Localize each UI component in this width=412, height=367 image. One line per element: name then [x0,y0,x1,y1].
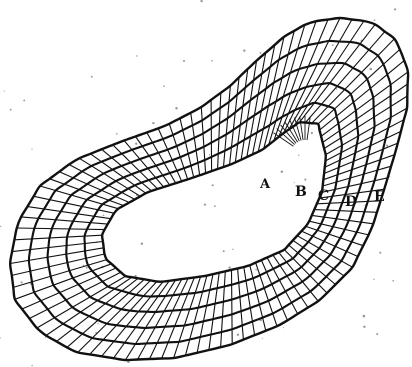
speckle [373,279,374,280]
grid-spoke [185,276,207,356]
grid-spoke [37,276,126,328]
grid-spoke [46,277,132,335]
speckle [228,266,230,268]
speckle [204,203,206,205]
label-c: C [318,188,329,204]
speckle [97,323,98,324]
label-a: A [259,177,271,192]
grid-spoke [235,69,248,162]
speckle [4,91,5,92]
speckle [163,85,165,87]
speckle [45,337,46,338]
speckle [223,250,225,252]
grid-spoke [218,93,221,169]
speckle [281,170,283,172]
speckle [311,132,313,134]
speckle [152,122,154,124]
speckle [394,8,396,10]
speckle [214,205,216,207]
speckle [392,280,394,282]
grid-spoke [211,100,212,171]
speckle [212,184,214,186]
label-e: E [374,189,385,205]
speckle [243,49,245,51]
grid-spoke [314,210,377,213]
speckle [0,337,1,338]
label-b: B [295,184,307,200]
grid-spoke [201,107,205,173]
speckle [283,327,284,328]
speckle [200,0,202,2]
grid-spoke [17,228,105,230]
grid-spoke [14,235,102,240]
speckle [262,338,263,339]
grid-spoke [232,270,233,344]
speckle [363,326,365,328]
grid-spoke [69,165,135,200]
speckle [237,333,239,335]
grid-spoke [221,271,226,347]
speckle [209,154,210,155]
speckle [91,76,93,78]
speckle [298,155,299,156]
label-d: D [345,194,357,210]
grid-spoke [289,20,352,130]
speckle [141,243,143,245]
speckle [21,281,23,283]
speckle [0,226,1,227]
speckle [31,365,32,366]
speckle [386,145,388,147]
speckle [86,267,88,269]
speckle [304,179,306,181]
speckle [363,315,366,318]
speckle [175,107,178,110]
speckle [370,68,373,71]
speckle [183,60,185,62]
grid-spoke [238,268,244,339]
grid-spoke [279,20,328,137]
speckle [255,269,257,271]
speckle [260,52,262,54]
speckle [211,60,213,62]
speckle [376,333,378,335]
grid-spoke [21,217,108,224]
speckle [103,215,105,217]
speckle [31,149,32,150]
speckle [135,143,137,145]
speckle [136,55,137,56]
speckle [232,249,233,250]
grid-spoke [138,279,182,359]
speckle [374,19,376,21]
grid-spoke [224,86,231,167]
speckle [379,252,381,254]
grid-spoke [325,131,401,167]
grid-spoke [230,77,240,165]
grid-spoke [324,143,398,173]
speckle [332,44,334,46]
grid-spoke [294,21,364,126]
speckle [116,133,118,135]
grid-spoke [79,158,140,196]
speckle [10,109,12,111]
speckle [23,99,25,101]
